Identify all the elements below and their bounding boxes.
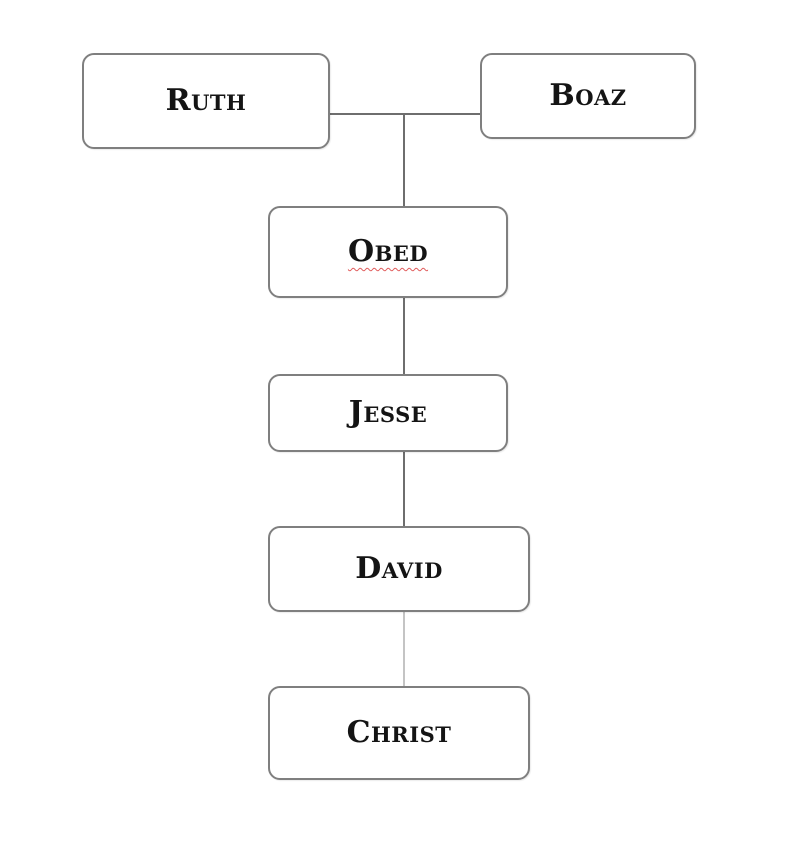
node-david: David bbox=[268, 526, 530, 612]
node-obed-label: Obed bbox=[347, 234, 429, 269]
node-christ-label: Christ bbox=[346, 715, 452, 750]
node-jesse: Jesse bbox=[268, 374, 508, 452]
node-obed: Obed bbox=[268, 206, 508, 298]
node-christ: Christ bbox=[268, 686, 530, 780]
node-ruth-label: Ruth bbox=[165, 83, 247, 118]
node-boaz: Boaz bbox=[480, 53, 696, 139]
node-boaz-label: Boaz bbox=[549, 78, 627, 113]
node-ruth: Ruth bbox=[82, 53, 330, 149]
node-david-label: David bbox=[355, 551, 443, 586]
node-jesse-label: Jesse bbox=[348, 395, 428, 430]
